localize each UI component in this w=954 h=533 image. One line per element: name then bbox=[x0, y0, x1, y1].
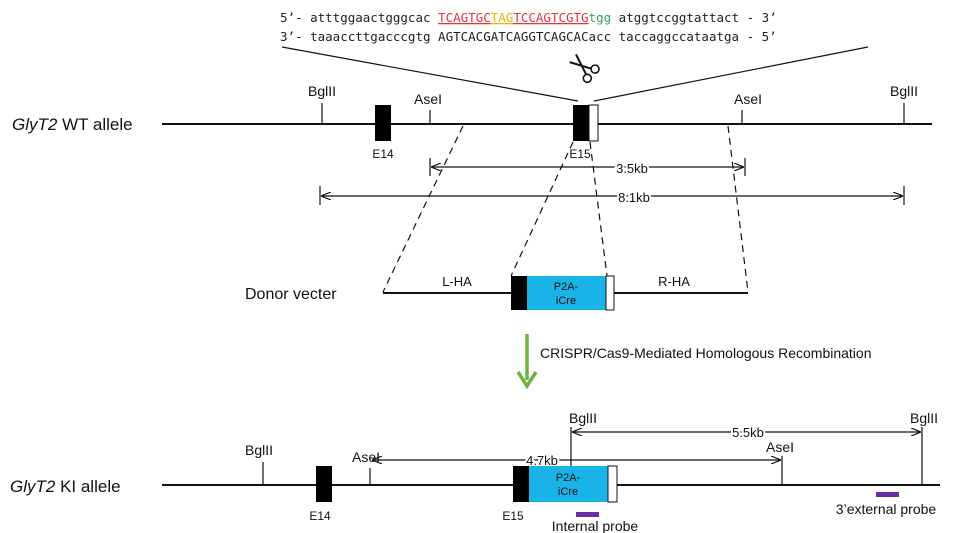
homology-line-lha-left bbox=[382, 125, 464, 293]
wt-asei-right-label: AseI bbox=[734, 91, 762, 107]
donor-p2a-icre-cassette bbox=[527, 276, 606, 310]
ki-bglii-right-label: BglII bbox=[910, 410, 938, 426]
wt-asei-left-label: AseI bbox=[414, 91, 442, 107]
sequence-stop-codon: TAG bbox=[491, 10, 514, 25]
dist-4-7-label: 4.7kb bbox=[526, 453, 558, 468]
donor-cassette-label-line2: iCre bbox=[556, 295, 576, 307]
wt-e14-label: E14 bbox=[372, 147, 394, 161]
wt-exon-e15 bbox=[573, 105, 589, 141]
dist-8-1-label: 8.1kb bbox=[618, 190, 650, 205]
ki-e14-label: E14 bbox=[309, 509, 331, 523]
donor-lha-label: L-HA bbox=[442, 274, 472, 289]
wt-exon-e14 bbox=[375, 105, 391, 141]
dist-3-5-label: 3.5kb bbox=[616, 161, 648, 176]
ki-bglii-left-label: BglII bbox=[245, 442, 273, 458]
donor-vector-label: Donor vecter bbox=[245, 286, 337, 303]
ki-exon-e15 bbox=[513, 466, 529, 502]
external-probe-bar bbox=[876, 492, 899, 497]
ki-asei-right-label: AseI bbox=[766, 439, 794, 455]
homology-line-rha-right bbox=[727, 125, 749, 293]
donor-utr bbox=[605, 275, 615, 311]
wt-exon-e15-utr bbox=[588, 104, 599, 142]
wt-bglii-left-label: BglII bbox=[308, 83, 336, 99]
donor-rha-label: R-HA bbox=[658, 274, 690, 289]
donor-cassette-label-line1: P2A- bbox=[554, 281, 579, 293]
internal-probe-bar bbox=[576, 512, 599, 517]
homology-line-lha-right bbox=[510, 141, 574, 277]
ki-bglii-mid-label: BglII bbox=[569, 410, 597, 426]
ki-asei-left-label: AseI bbox=[352, 449, 380, 465]
sequence-top-strand: 5’- atttggaactgggcac TCAGTGCTAGTCCAGTCGT… bbox=[280, 10, 777, 25]
donor-exon-e15 bbox=[511, 276, 527, 310]
internal-probe-label: Internal probe bbox=[552, 518, 639, 533]
sequence-bottom-strand: 3’- taaaccttgacccgtg AGTCACGATCAGGTCAGCA… bbox=[280, 29, 777, 44]
wt-bglii-right-label: BglII bbox=[890, 83, 918, 99]
sequence-grna-part1: TCAGTGC bbox=[438, 10, 491, 25]
ki-p2a-icre-cassette bbox=[529, 466, 608, 502]
sequence-pam: tgg bbox=[589, 10, 612, 25]
zoom-line-right bbox=[593, 46, 869, 102]
wt-allele-label: GlyT2 WT allele bbox=[12, 115, 133, 134]
dist-5-5-label: 5.5kb bbox=[732, 425, 764, 440]
ki-cassette-label-line1: P2A- bbox=[556, 472, 581, 484]
ki-utr bbox=[607, 465, 618, 503]
ki-allele-label: GlyT2 KI allele bbox=[10, 477, 121, 496]
wt-e15-label: E15 bbox=[569, 147, 591, 161]
recombination-step-label: CRISPR/Cas9-Mediated Homologous Recombin… bbox=[540, 345, 872, 361]
ki-exon-e14 bbox=[316, 466, 332, 502]
homology-line-rha-left bbox=[589, 141, 608, 277]
external-probe-label: 3’external probe bbox=[836, 501, 937, 517]
sequence-grna-part2: TCCAGTCGTG bbox=[513, 10, 588, 25]
scissors-icon bbox=[569, 54, 600, 84]
green-down-arrow-icon bbox=[516, 334, 538, 390]
ki-cassette-label-line2: iCre bbox=[558, 486, 578, 498]
ki-e15-label: E15 bbox=[502, 509, 524, 523]
zoom-line-left bbox=[281, 46, 579, 102]
